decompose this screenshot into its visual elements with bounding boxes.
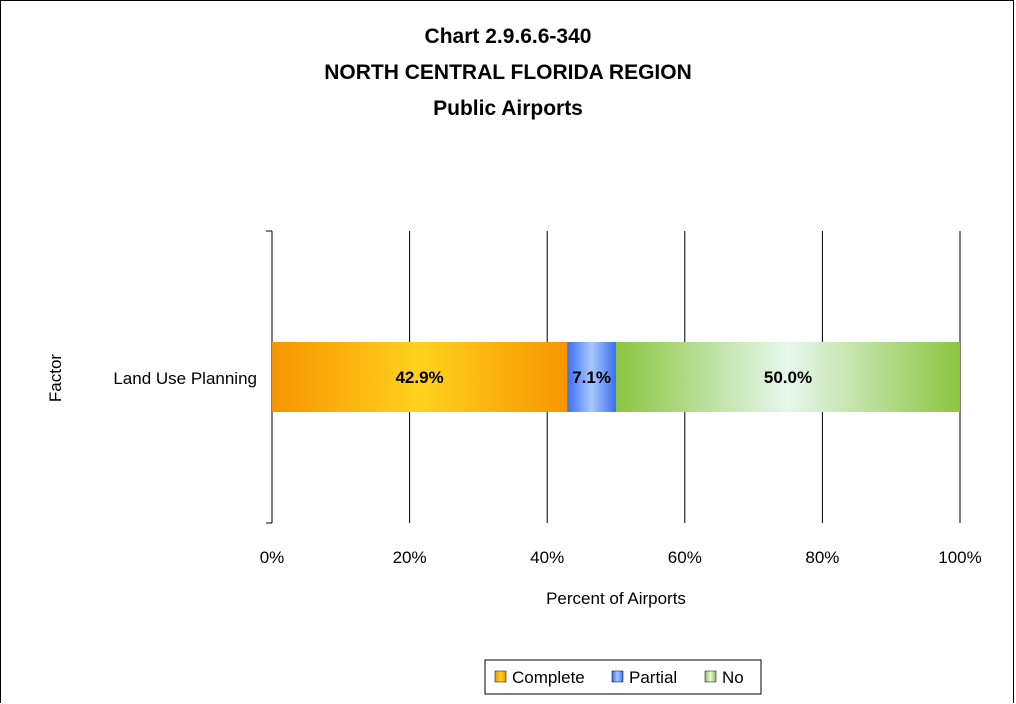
y-category-label: Land Use Planning [113,369,257,388]
x-tick-label: 100% [938,548,981,567]
legend-swatch-complete [494,670,507,683]
data-label-no: 50.0% [764,368,812,387]
x-tick-label: 80% [805,548,839,567]
legend-label-partial: Partial [629,668,677,687]
legend-swatch-partial [611,670,624,683]
x-axis-title: Percent of Airports [546,589,686,608]
data-label-complete: 42.9% [395,368,443,387]
data-labels: 42.9% 7.1% 50.0% [395,368,812,387]
axes [266,230,273,524]
x-tick-label: 60% [668,548,702,567]
x-tick-label: 20% [393,548,427,567]
data-label-partial: 7.1% [572,368,611,387]
legend-swatch-no [704,670,717,683]
chart-title-line-3: Public Airports [433,97,583,120]
bar-segment-partial [567,342,616,412]
x-tick-label: 0% [260,548,285,567]
legend-label-no: No [722,668,744,687]
legend-label-complete: Complete [512,668,585,687]
y-axis-title: Factor [46,354,65,403]
chart-title-line-1: Chart 2.9.6.6-340 [425,25,592,48]
chart-title: Chart 2.9.6.6-340 NORTH CENTRAL FLORIDA … [324,25,692,120]
x-tick-label: 40% [530,548,564,567]
bars [272,342,960,412]
legend: Complete Partial No [484,659,762,695]
chart-title-line-2: NORTH CENTRAL FLORIDA REGION [324,61,692,84]
x-tick-labels: 0% 20% 40% 60% 80% 100% [260,548,982,567]
bar-segment-no [616,342,960,412]
bar-segment-complete [272,342,568,412]
